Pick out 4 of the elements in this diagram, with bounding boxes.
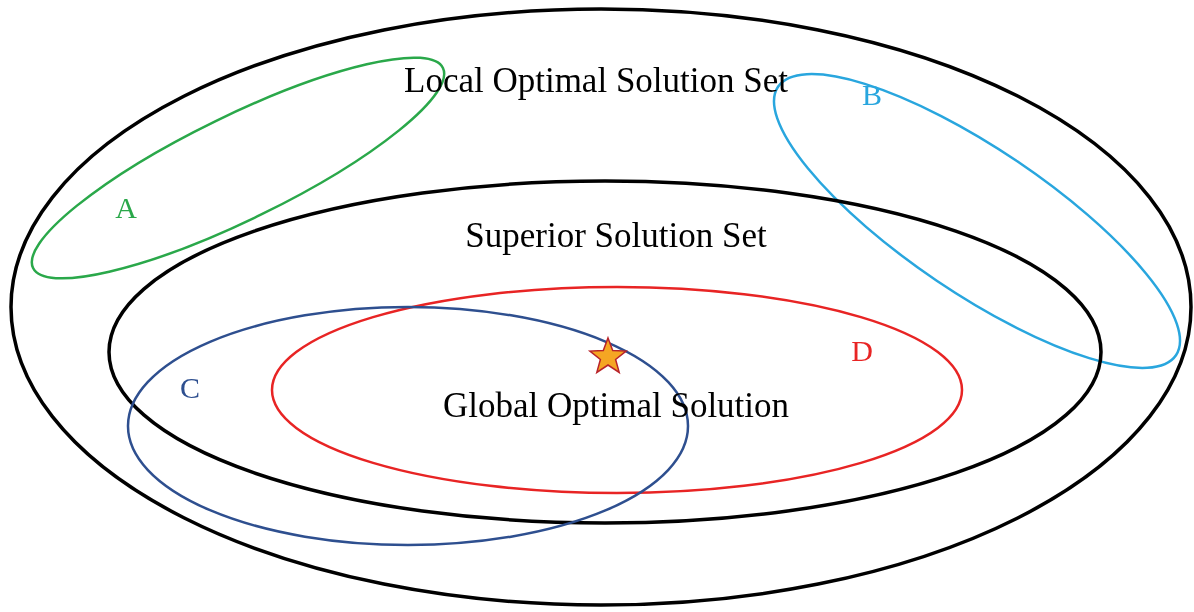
set-label: Superior Solution Set bbox=[465, 217, 767, 253]
set-label: A bbox=[115, 193, 137, 223]
set-label: C bbox=[180, 373, 200, 403]
set-label: D bbox=[851, 336, 873, 366]
